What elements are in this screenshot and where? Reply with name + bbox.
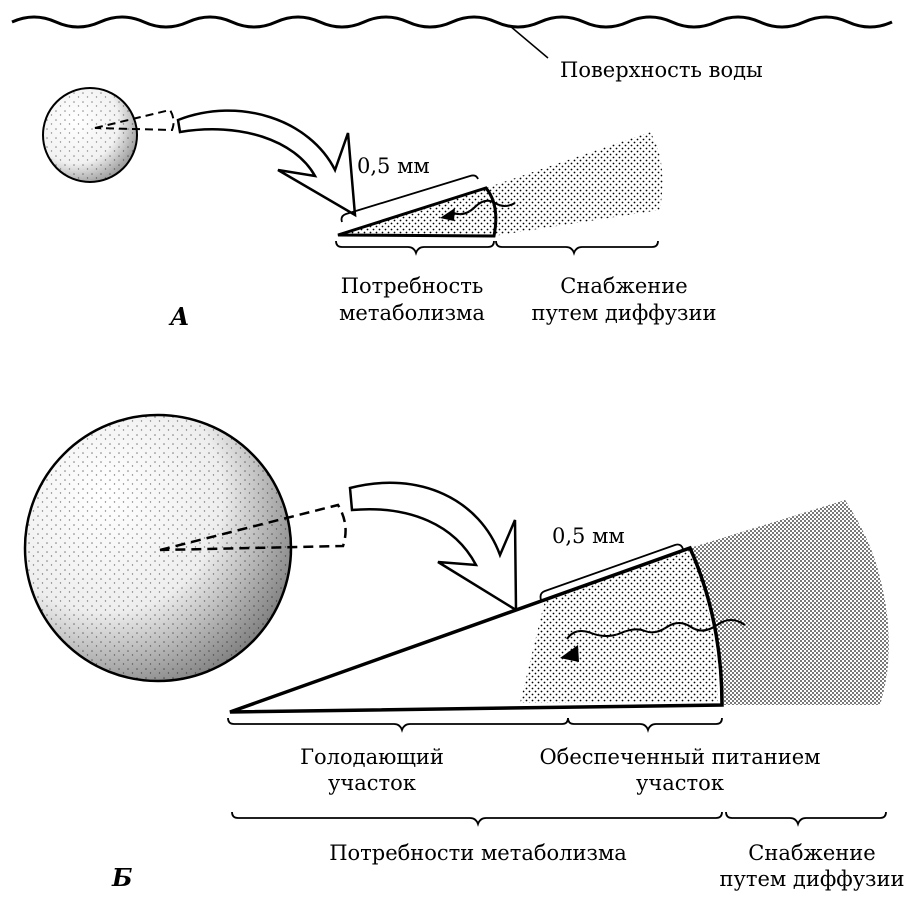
bracket-metabolism-a [336, 241, 494, 253]
water-surface-line [12, 17, 892, 27]
curved-arrow-a [178, 111, 355, 215]
bracket-starving [228, 718, 568, 730]
label-diffusion-a: путем диффузии [531, 301, 716, 325]
label-metabolism-b: Потребности метаболизма [329, 841, 627, 865]
bracket-metabolism-b [232, 812, 722, 824]
scale-label-b: 0,5 мм [552, 524, 625, 548]
label-metabolism-a: метаболизма [339, 301, 485, 325]
bracket-diffusion-a [496, 241, 658, 253]
bracket-diffusion-b [726, 812, 886, 824]
curved-arrow-b [350, 483, 516, 610]
label-starving: Голодающий [300, 745, 444, 769]
label-supply-a: Снабжение [560, 274, 687, 298]
panel-b-letter: Б [111, 863, 133, 892]
panel-a-letter: А [168, 302, 190, 331]
label-need-a: Потребность [341, 274, 484, 298]
surface-leader-line [510, 26, 548, 58]
surface-label: Поверхность воды [560, 58, 763, 82]
label-supply-b: Снабжение [748, 841, 875, 865]
label-starving-area: участок [328, 771, 416, 795]
panel-a: 0,5 мм Потребность метаболизма Снабжение… [43, 88, 717, 331]
label-fed: Обеспеченный питанием [539, 745, 820, 769]
small-wedge-diffusion-zone [486, 132, 662, 236]
label-fed-area: участок [636, 771, 724, 795]
panel-b: 0,5 мм Голодающий участок Обеспеченный п… [25, 415, 905, 892]
scale-label-a: 0,5 мм [357, 154, 430, 178]
small-wedge [338, 188, 496, 236]
label-diffusion-b: путем диффузии [719, 867, 904, 891]
bracket-fed [568, 718, 722, 730]
